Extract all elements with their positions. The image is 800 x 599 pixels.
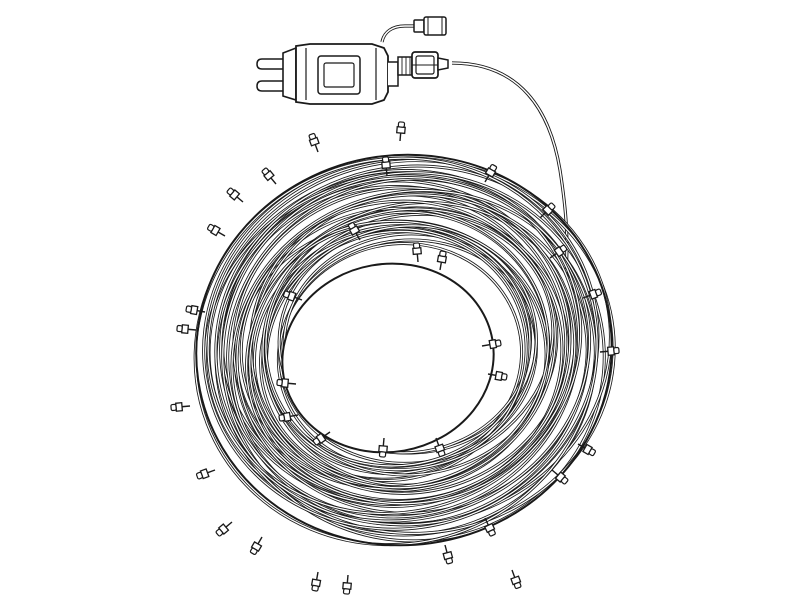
- led-bulb-icon: [378, 437, 388, 458]
- led-bulb-icon: [282, 290, 303, 302]
- coil-strand-core: [233, 187, 576, 505]
- led-bulb-icon: [185, 304, 206, 316]
- led-bulb-icon: [487, 370, 508, 382]
- led-bulb-icon: [278, 411, 299, 423]
- power-adapter-icon: [295, 43, 413, 105]
- led-bulb-icon: [308, 132, 320, 153]
- led-bulb-icon: [276, 378, 297, 388]
- connector-icon: [411, 51, 449, 79]
- led-bulb-icon: [249, 536, 263, 556]
- led-bulb-icon: [481, 338, 502, 350]
- led-bulb-icon: [442, 544, 454, 565]
- led-bulb-icon: [412, 242, 422, 263]
- led-bulb-icon: [599, 346, 620, 356]
- led-bulb-icon: [206, 223, 226, 237]
- top-cable: [380, 24, 416, 43]
- led-bulb-icon: [342, 574, 352, 595]
- led-bulb-icon: [436, 250, 448, 271]
- led-bulb-icon: [396, 121, 406, 142]
- coil-strand-core: [226, 178, 590, 526]
- plug-icon: [256, 46, 297, 102]
- coil-outer-rim: [195, 153, 613, 547]
- led-bulb-icon: [176, 324, 197, 334]
- led-bulb-icon: [310, 571, 322, 592]
- led-bulb-icon: [582, 288, 603, 300]
- led-bulb-icon: [483, 517, 496, 537]
- led-bulb-icon: [170, 402, 191, 412]
- led-bulb-icon: [551, 469, 569, 485]
- coil-strand-core: [222, 172, 605, 542]
- led-bulb-icon: [312, 431, 331, 446]
- led-bulb-icon: [577, 443, 597, 457]
- led-bulb-icon: [226, 187, 244, 203]
- coil-strand-core: [215, 165, 615, 535]
- led-bulb-icon: [215, 521, 233, 537]
- led-bulb-icon: [434, 437, 446, 458]
- coil-strand-core: [194, 157, 598, 546]
- led-bulb-icon: [549, 244, 568, 259]
- led-bulb-icon: [484, 163, 498, 183]
- led-bulb-icon: [195, 468, 216, 480]
- led-bulbs: [170, 121, 620, 595]
- led-bulb-icon: [261, 167, 277, 185]
- led-bulb-icon: [381, 156, 391, 177]
- coiled-cable-icon: [193, 153, 616, 547]
- top-connector-icon: [413, 16, 447, 36]
- led-bulb-icon: [539, 202, 556, 219]
- led-bulb-icon: [510, 569, 522, 590]
- led-bulb-icon: [347, 221, 361, 241]
